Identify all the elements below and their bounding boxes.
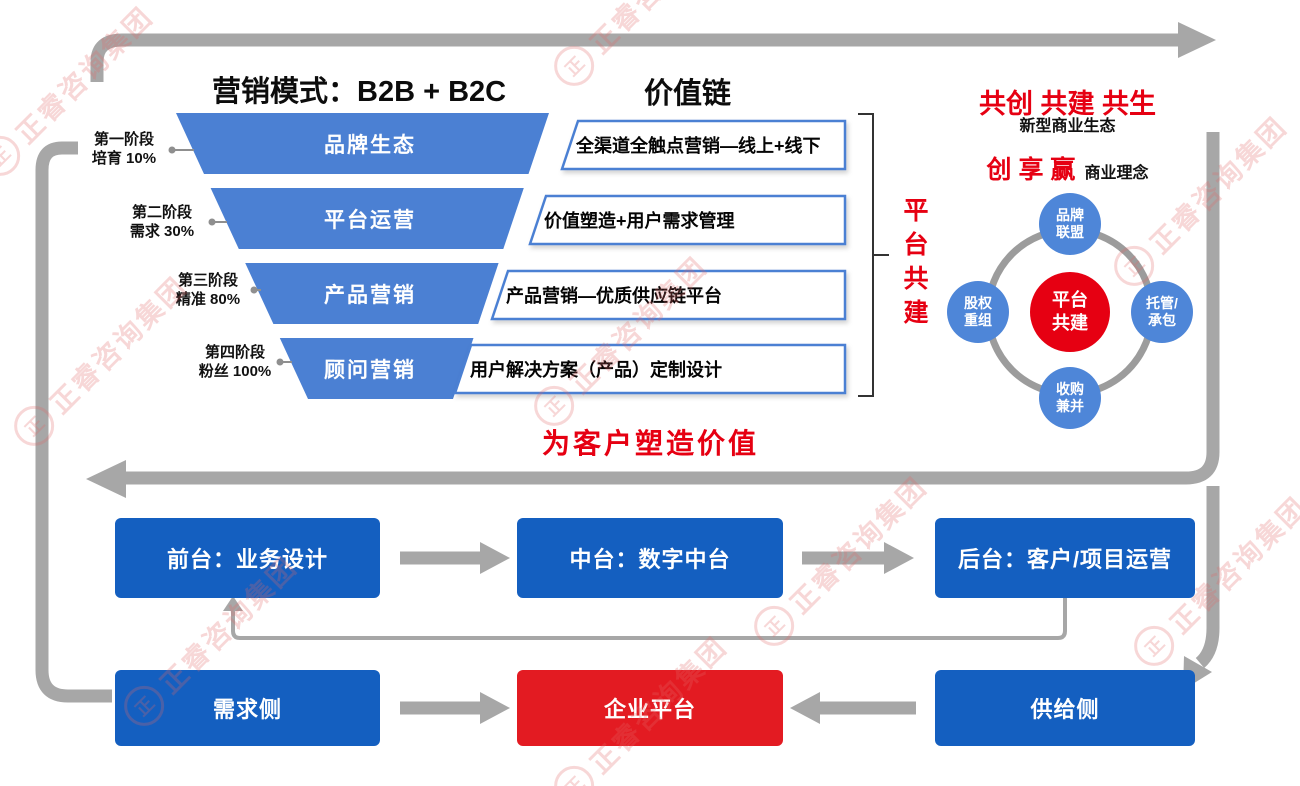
node-trusteeship-contract: 托管/ 承包 (1131, 281, 1193, 343)
funnel-band-1 (176, 113, 549, 174)
back-office-label: 后台：客户/项目运营 (957, 547, 1173, 572)
leader-dot-1 (168, 146, 176, 154)
funnel-label-product-marketing: 产品营销 (324, 283, 416, 307)
value-box-2 (528, 194, 847, 246)
feedback-line (231, 598, 1067, 640)
stage-1-label: 第一阶段 培育 10% (80, 130, 168, 168)
node-equity-line2: 重组 (964, 312, 992, 328)
node-equity-restructuring: 股权 重组 (947, 281, 1009, 343)
arrow-left-icon (790, 692, 820, 724)
marketing-model-title: 营销模式：B2B + B2C (212, 76, 507, 108)
node-merger-line2: 兼并 (1056, 398, 1084, 414)
supply-side-label: 供给侧 (1030, 697, 1100, 722)
value-box-3 (490, 269, 847, 321)
funnel-label-platform-operation: 平台运营 (324, 208, 416, 232)
value-item-3: 产品营销—优质供应链平台 (506, 286, 722, 306)
node-brand-alliance: 品牌 联盟 (1039, 193, 1101, 255)
arrow-right-icon (480, 542, 510, 574)
node-platform-cobuild-center: 平台 共建 (1030, 272, 1110, 352)
arrow-right-icon (884, 542, 914, 574)
stage-2-line1: 第二阶段 (131, 204, 192, 221)
arrow-right-icon (1178, 22, 1216, 58)
funnel-label-consultant-marketing: 顾问营销 (324, 358, 416, 382)
flow-line-top (90, 33, 1180, 82)
front-office-box: 前台：业务设计 (115, 518, 380, 598)
arrow-right-icon (480, 692, 510, 724)
stage-4-label: 第四阶段 粉丝 100% (192, 343, 278, 381)
value-item-4: 用户解决方案（产品）定制设计 (470, 360, 722, 380)
arrow-up-icon (223, 596, 243, 611)
leader-dot-2 (208, 218, 216, 226)
leader-dot-4 (276, 358, 284, 366)
back-office-box: 后台：客户/项目运营 (935, 518, 1195, 598)
value-chain-title: 价值链 (644, 78, 732, 110)
enterprise-platform-label: 企业平台 (603, 697, 696, 722)
demand-side-label: 需求侧 (212, 697, 282, 722)
value-slogan: 为客户塑造价值 (542, 428, 760, 459)
front-office-label: 前台：业务设计 (166, 547, 328, 572)
flow-line-right-to-left (124, 132, 1220, 485)
node-merger-acquisition: 收购 兼并 (1039, 367, 1101, 429)
leader-dot-3 (250, 286, 258, 294)
flow-line-left (35, 141, 112, 703)
center-node-line2: 共建 (1052, 313, 1088, 333)
node-equity-line1: 股权 (964, 295, 992, 311)
flow-line-to-supply (1195, 486, 1220, 668)
stage-3-line2: 精准 80% (175, 291, 241, 308)
center-node-line1: 平台 (1052, 290, 1088, 310)
funnel-band-3 (245, 263, 499, 324)
value-item-1: 全渠道全触点营销—线上+线下 (576, 136, 821, 156)
eco-slogan-2-row: 创 享 赢 商业理念 (940, 150, 1195, 186)
middle-office-label: 中台：数字中台 (569, 547, 731, 572)
value-item-2: 价值塑造+用户需求管理 (544, 211, 735, 231)
demand-side-box: 需求侧 (115, 670, 380, 746)
node-trusteeship-line1: 托管/ (1146, 295, 1178, 311)
arrow-left-icon (86, 460, 126, 498)
stage-4-line1: 第四阶段 (204, 344, 265, 361)
eco-subtitle-1: 新型商业生态 (1019, 118, 1116, 135)
supply-side-box: 供给侧 (935, 670, 1195, 746)
value-box-4 (453, 343, 847, 395)
node-brand-alliance-line1: 品牌 (1056, 207, 1084, 223)
stage-3-line1: 第三阶段 (177, 272, 238, 289)
bracket-shape (858, 113, 889, 397)
funnel-band-4 (279, 338, 474, 399)
stage-2-line2: 需求 30% (129, 223, 195, 240)
enterprise-platform-box: 企业平台 (517, 670, 783, 746)
stage-3-label: 第三阶段 精准 80% (166, 271, 250, 309)
value-box-1 (560, 119, 847, 171)
eco-slogan-2: 创 享 赢 (986, 156, 1076, 184)
funnel-band-2 (210, 188, 524, 249)
stage-1-line2: 培育 10% (91, 150, 157, 167)
eco-slogan-1: 共创 共建 共生 (978, 89, 1156, 119)
platform-cobuild-vertical-label: 平台共建 (903, 197, 929, 327)
stage-1-line1: 第一阶段 (93, 131, 154, 148)
stage-2-label: 第二阶段 需求 30% (116, 203, 208, 241)
eco-subtitle-2: 商业理念 (1084, 165, 1149, 182)
node-merger-line1: 收购 (1056, 381, 1084, 397)
middle-office-box: 中台：数字中台 (517, 518, 783, 598)
stage-4-line2: 粉丝 100% (198, 363, 272, 380)
node-trusteeship-line2: 承包 (1148, 312, 1176, 328)
node-brand-alliance-line2: 联盟 (1056, 224, 1084, 240)
funnel-label-brand-ecology: 品牌生态 (324, 133, 416, 157)
